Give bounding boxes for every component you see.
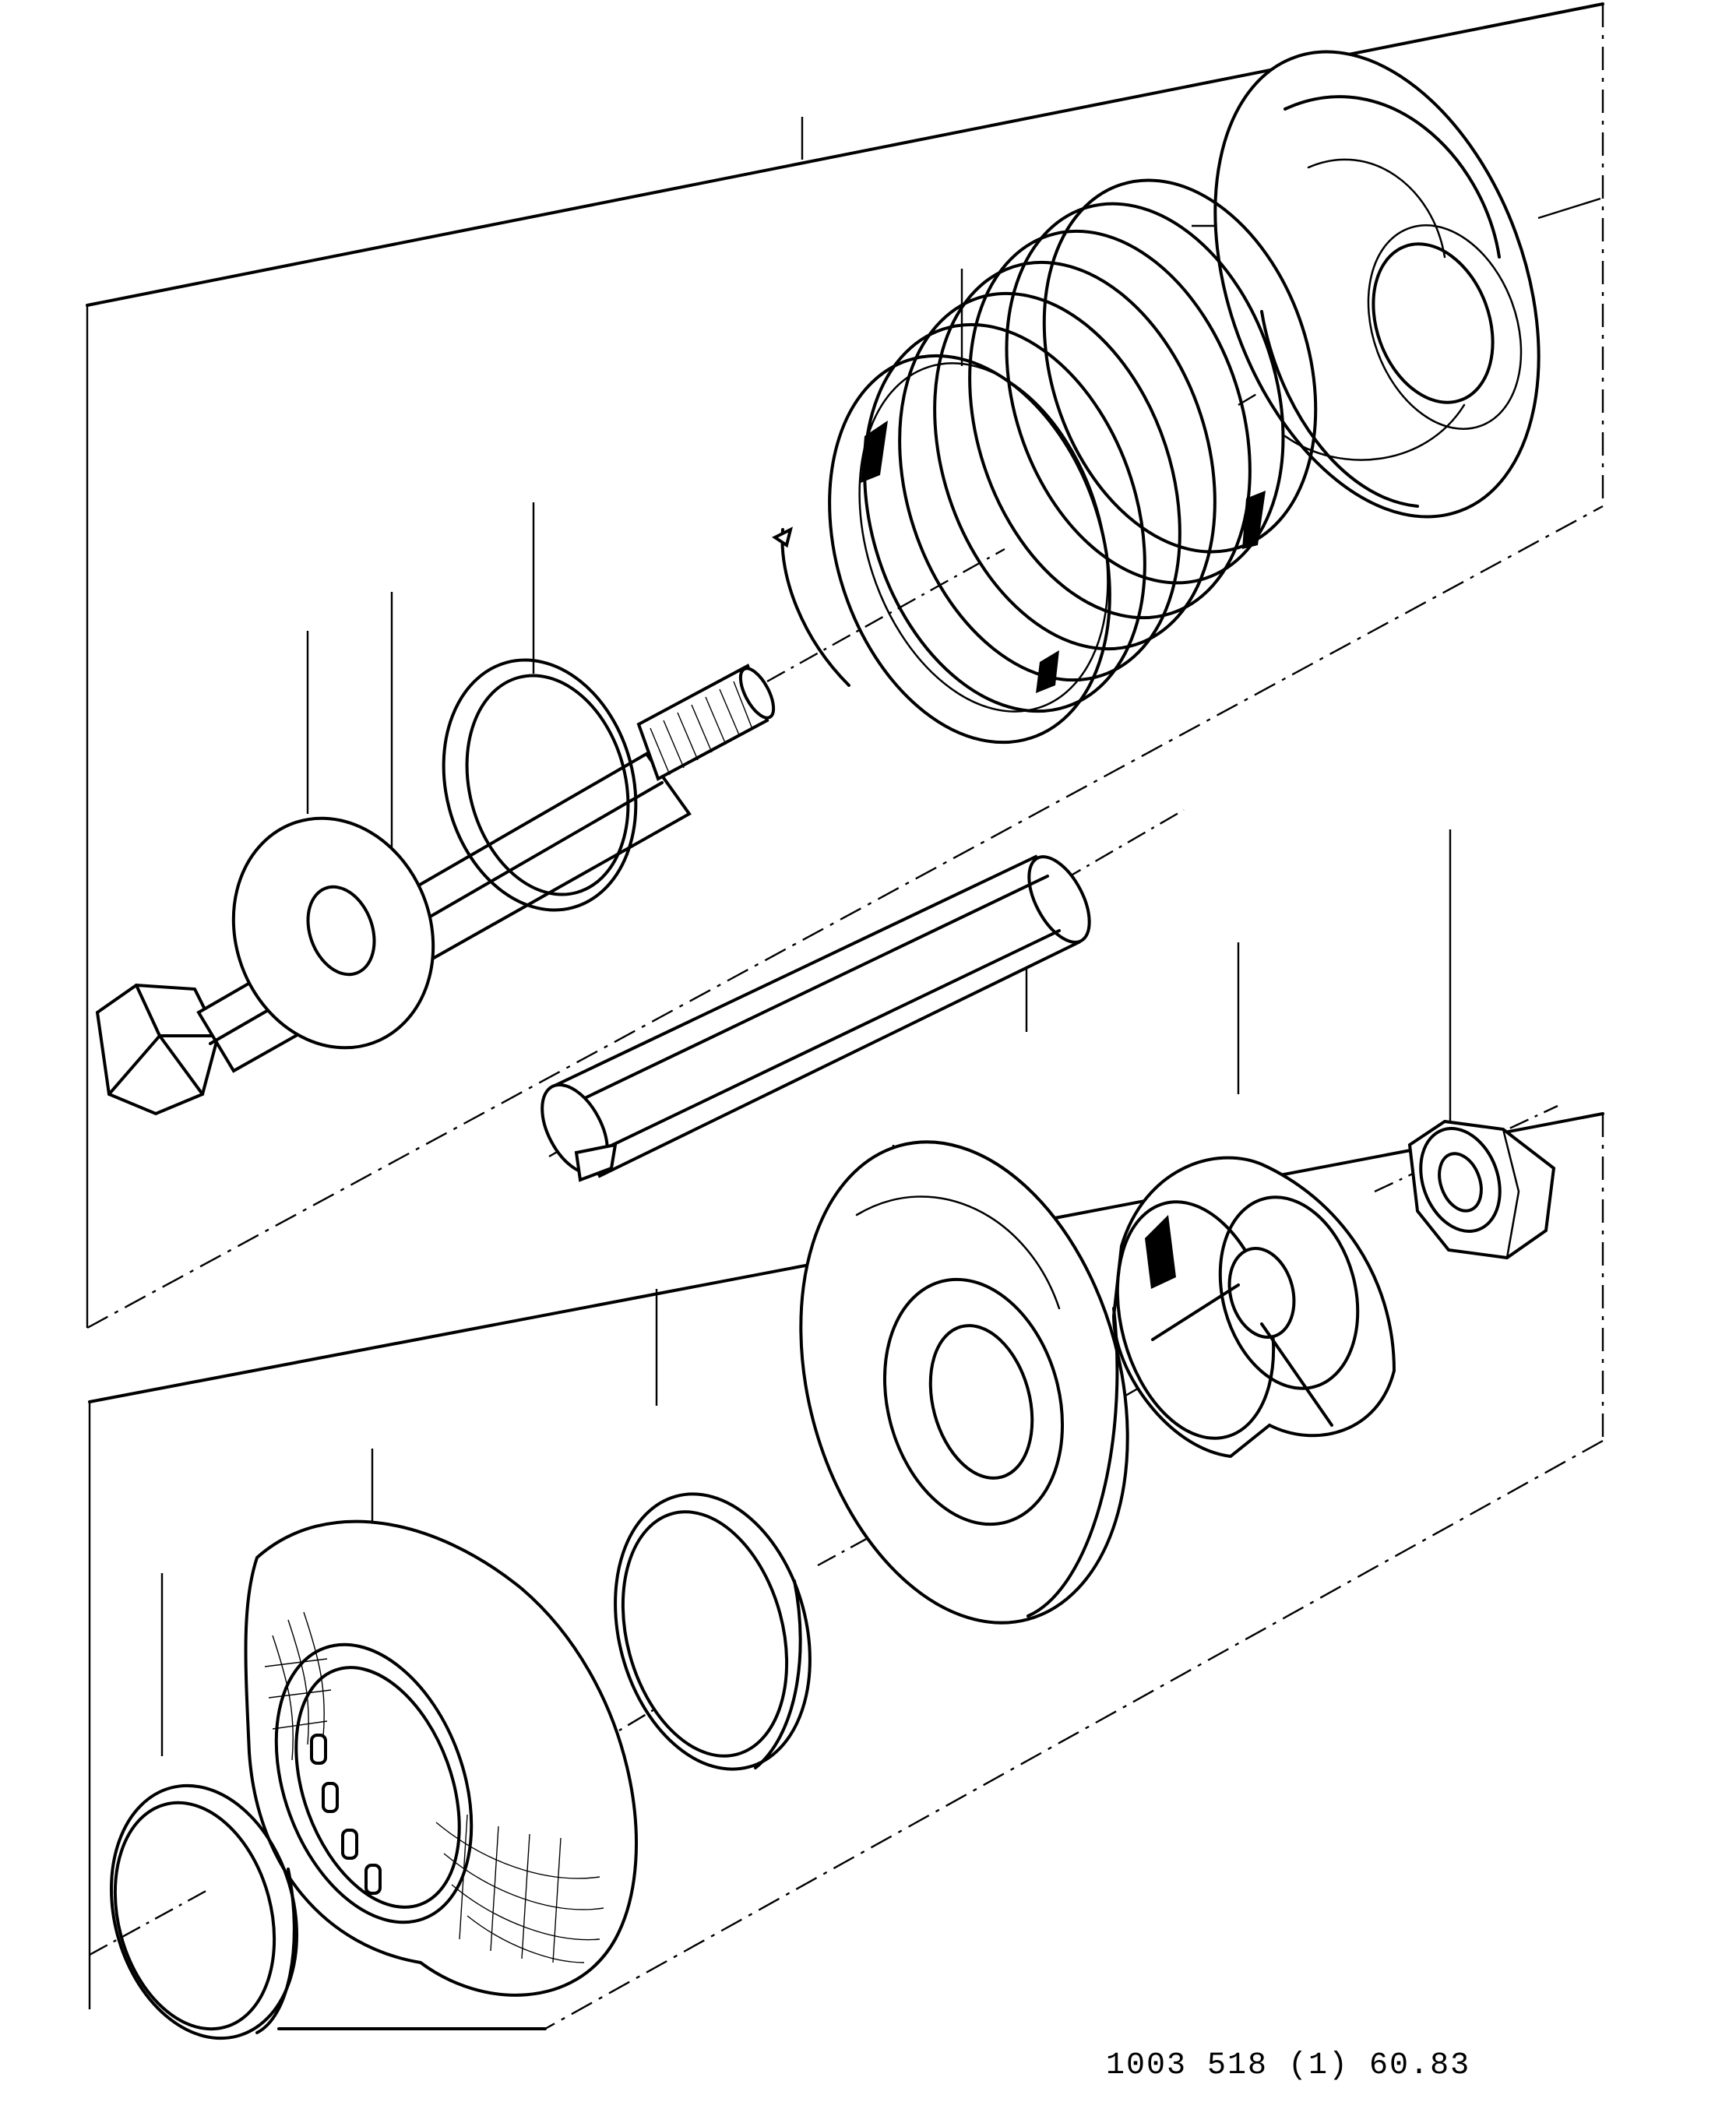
coil-spring — [772, 178, 1318, 745]
sleeve-tube — [541, 854, 1091, 1182]
dust-cap — [244, 1519, 638, 1997]
middle-ring — [614, 1492, 812, 1771]
spring-plate — [1213, 50, 1541, 519]
bolt-ring-seal — [442, 658, 638, 912]
figure-reference-code: 1003 518 (1) 60.83 — [1106, 2048, 1471, 2083]
dish-washer — [799, 1140, 1129, 1625]
nut — [1407, 1119, 1556, 1260]
front-ring — [109, 1783, 299, 2040]
bolt-washer-large — [231, 816, 435, 1050]
bearing-cup — [1111, 1156, 1396, 1459]
